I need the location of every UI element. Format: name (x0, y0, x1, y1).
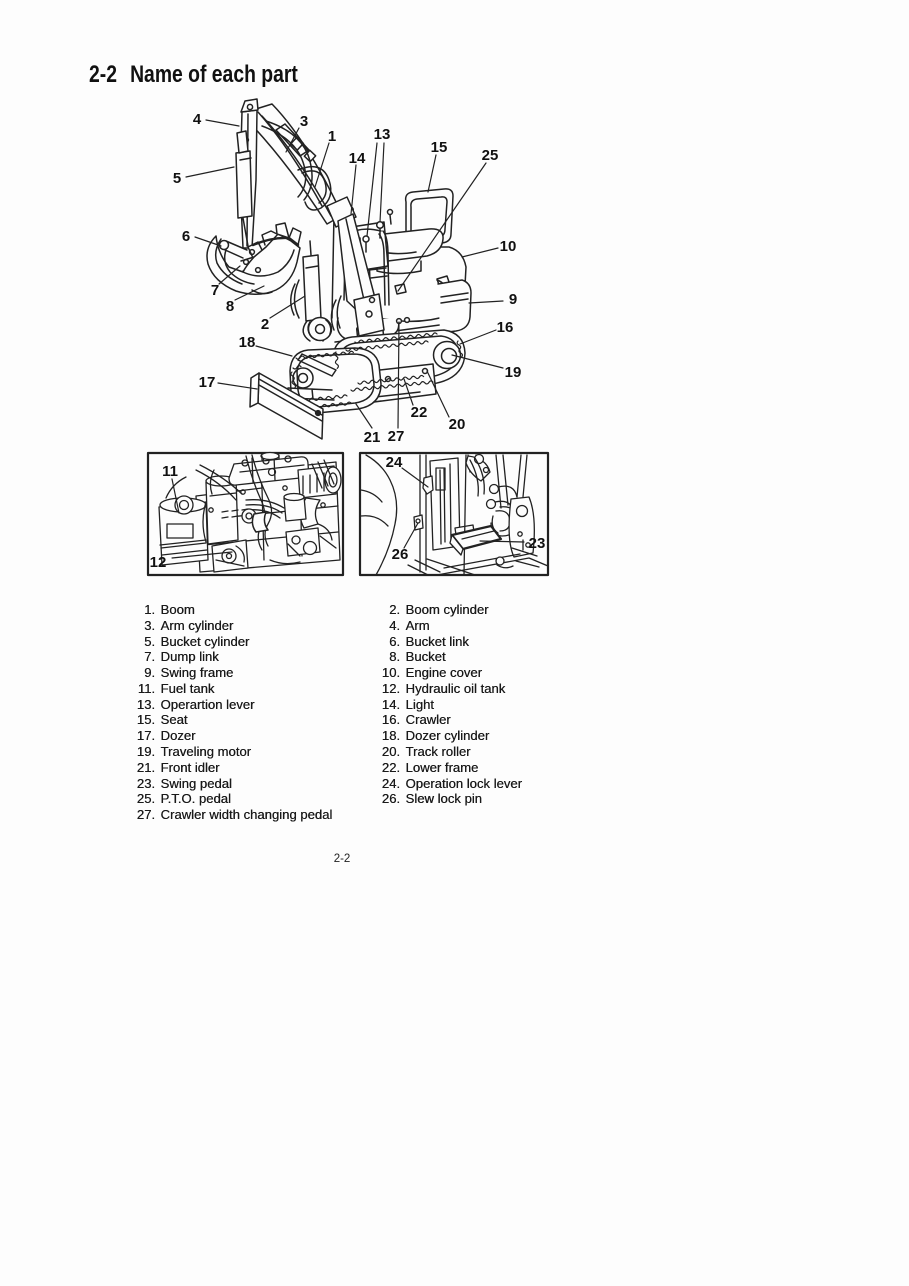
svg-text:10: 10 (500, 238, 517, 255)
svg-text:23: 23 (529, 535, 546, 552)
svg-text:15: 15 (431, 139, 448, 156)
svg-text:6: 6 (182, 228, 190, 245)
svg-text:27: 27 (388, 428, 405, 445)
svg-text:14: 14 (349, 150, 366, 167)
svg-text:22: 22 (411, 404, 428, 421)
svg-text:18: 18 (239, 334, 256, 351)
svg-text:20: 20 (449, 416, 466, 433)
svg-text:13: 13 (374, 126, 391, 143)
svg-text:8: 8 (226, 298, 234, 315)
svg-text:3: 3 (300, 113, 308, 130)
svg-text:2: 2 (261, 316, 269, 333)
svg-text:1: 1 (328, 128, 336, 145)
svg-text:21: 21 (364, 429, 381, 446)
svg-text:16: 16 (497, 319, 514, 336)
svg-text:24: 24 (386, 454, 403, 471)
svg-text:26: 26 (392, 546, 409, 563)
svg-text:9: 9 (509, 291, 517, 308)
svg-text:11: 11 (162, 463, 178, 480)
svg-text:25: 25 (482, 147, 499, 164)
svg-text:4: 4 (193, 111, 202, 128)
svg-text:7: 7 (211, 282, 219, 299)
svg-text:17: 17 (199, 374, 216, 391)
svg-text:5: 5 (173, 170, 181, 187)
svg-text:19: 19 (505, 364, 522, 381)
svg-text:12: 12 (150, 554, 167, 571)
